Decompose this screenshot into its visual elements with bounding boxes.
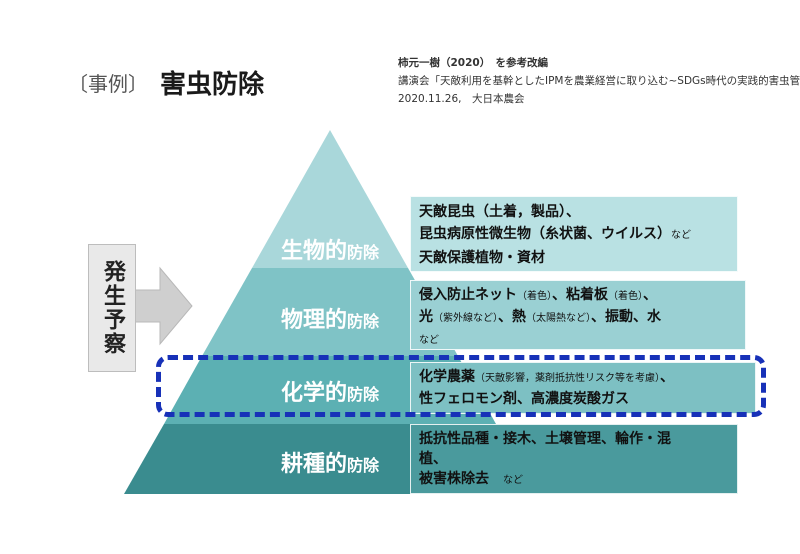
phys-etc: など [419,335,439,346]
cult-line-2: 植、 [419,451,447,467]
bio-line-2: 昆虫病原性微生物（糸状菌、ウイルス）など [419,223,729,247]
phys-heat-note: （太陽熱など） [526,313,591,324]
source-lecture: 講演会「天敵利用を基幹としたIPMを農業経営に取り込む~SDGs時代の実践的害虫… [398,75,800,87]
label-physical: 物理的防除 [222,302,438,334]
label-cultural-main: 耕種的 [280,452,347,477]
phys-light-note: （紫外線など） [433,313,498,324]
label-biological-suffix: 防除 [347,243,380,262]
cult-line-1: 抵抗性品種・接木、土壌管理、輪作・混 [419,431,671,447]
phys-line-3: など [419,329,737,351]
forecast-box: 発生予察 [88,244,136,372]
cult-etc: など [503,475,523,486]
chemical-highlight-frame [156,355,766,417]
label-biological-main: 生物的 [280,239,347,264]
phys-light: 光 [419,309,433,325]
label-chemical-main: 化学的 [280,381,347,406]
label-biological: 生物的防除 [252,233,408,265]
box-biological: 天敵昆虫（土着，製品）、 昆虫病原性微生物（糸状菌、ウイルス）など 天敵保護植物… [410,196,738,272]
bio-line-3: 天敵保護植物・資材 [419,250,545,266]
phys-net-note: （着色） [517,291,552,302]
phys-net: 侵入防止ネット [419,287,517,303]
bio-line-2-text: 昆虫病原性微生物（糸状菌、ウイルス） [419,226,671,242]
cult-line-3: 被害株除去 など [419,469,729,491]
source-date: 2020.11.26, 大日本農会 [398,93,525,105]
pyramid-layer-physical [202,268,458,356]
box-chemical: 化学農薬（天敵影響，薬剤抵抗性リスク等を考慮）、 性フェロモン剤、高濃度炭酸ガス [410,362,756,414]
box-physical: 侵入防止ネット（着色）、粘着板（着色）、 光（紫外線など）、熱（太陽熱など）、振… [410,280,746,350]
phys-heat: 、熱 [498,309,526,325]
bio-line-1: 天敵昆虫（土着，製品）、 [419,204,580,220]
box-cultural: 抵抗性品種・接木、土壌管理、輪作・混 植、 被害株除去 など [410,424,738,494]
phys-line-2: 光（紫外線など）、熱（太陽熱など）、振動、水 [419,307,737,329]
label-chemical-suffix: 防除 [347,385,380,404]
chem-line-2: 性フェロモン剤、高濃度炭酸ガス [419,391,629,407]
label-cultural-suffix: 防除 [347,456,380,475]
phys-line-1: 侵入防止ネット（着色）、粘着板（着色）、 [419,285,737,307]
phys-sticky: 、粘着板 [552,287,608,303]
phys-vibration-water: 、振動、水 [591,309,661,325]
chem-pesticide-note: （天敵影響，薬剤抵抗性リスク等を考慮） [475,373,660,384]
chem-comma: 、 [660,369,674,385]
example-label: 〔事例〕 [68,72,148,96]
phys-comma: 、 [643,287,657,303]
page-title: 害虫防除 [160,70,265,100]
chem-pesticide: 化学農薬 [419,369,475,385]
phys-sticky-note: （着色） [608,291,643,302]
cult-removal: 被害株除去 [419,471,489,487]
pyramid-layer-biological [252,130,408,268]
label-chemical: 化学的防除 [202,375,458,407]
bio-line-2-note: など [671,230,691,241]
label-physical-suffix: 防除 [347,312,380,331]
label-cultural: 耕種的防除 [164,446,496,478]
chem-line-1: 化学農薬（天敵影響，薬剤抵抗性リスク等を考慮）、 [419,367,747,389]
source-citation: 柿元一樹（2020） を参考改編 [398,57,548,69]
forecast-label: 発生予察 [100,260,125,356]
label-physical-main: 物理的 [280,308,347,333]
